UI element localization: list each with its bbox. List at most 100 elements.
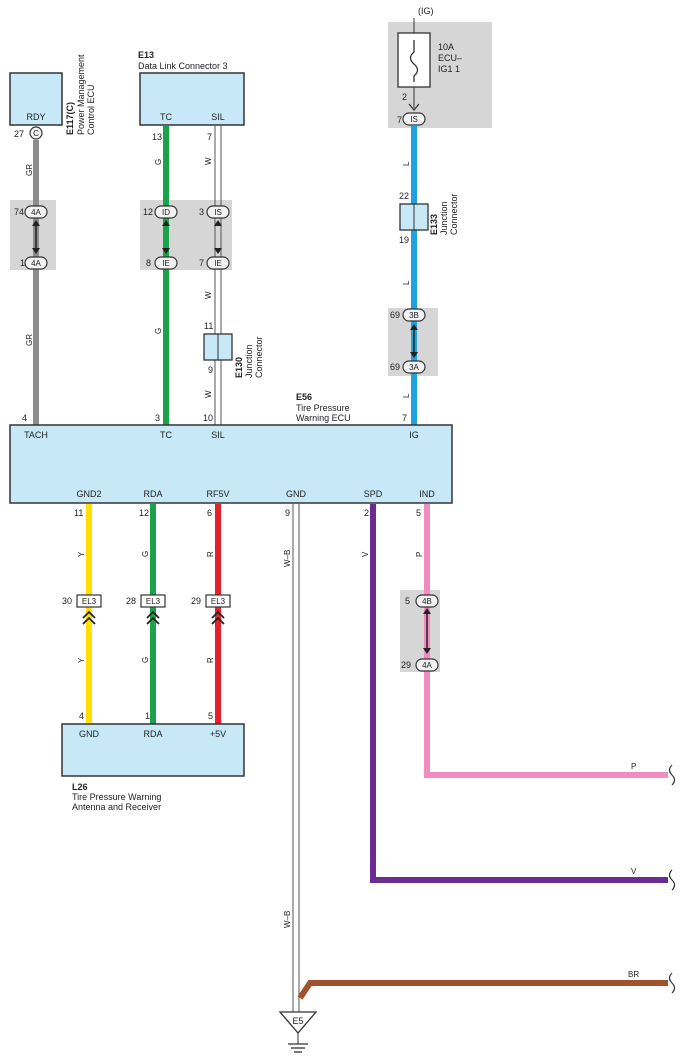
e130-pin-top: 11 (204, 321, 213, 331)
p-4b-label: 4B (422, 597, 432, 606)
code-wb-lower: W–B (283, 911, 292, 928)
e130-name-2: Connector (254, 336, 264, 378)
e130-code: E130 (234, 357, 244, 378)
e13-code: E13 (138, 50, 154, 60)
tc-ie-pin: 8 (146, 258, 151, 268)
code-g-tc-upper: G (154, 159, 163, 165)
e56-terminal-rf5v: RF5V (206, 489, 229, 499)
e56-name-1: Tire Pressure (296, 403, 350, 413)
l26-name-1: Tire Pressure Warning (72, 792, 161, 802)
e56-bottom-pin-gnd: 9 (285, 508, 290, 518)
power-source-label: (IG) (418, 6, 434, 16)
p-4b-pin: 5 (405, 596, 410, 606)
fuse-label-1: ECU– (438, 53, 462, 63)
code-g-rda-lower: G (141, 657, 150, 663)
tc-id-icon (154, 205, 178, 219)
e56-terminal-gnd2: GND2 (76, 489, 101, 499)
code-gr-upper: GR (25, 164, 34, 176)
e13-box (139, 72, 245, 126)
e133-pin-bottom: 19 (399, 235, 409, 245)
e56-name-2: Warning ECU (296, 413, 351, 423)
sil-is-icon (206, 205, 230, 219)
el3-g-pin: 28 (126, 596, 136, 606)
l26-name-2: Antenna and Receiver (72, 802, 161, 812)
e56-terminal-ig: IG (409, 430, 419, 440)
code-p-vertical: P (415, 552, 424, 557)
fuse-arrow-icon (408, 103, 420, 112)
code-r-upper: R (206, 551, 215, 557)
gr-4a-bottom-pin: 1 (20, 258, 25, 268)
el3-y-icon (76, 594, 102, 608)
e56-terminal-sil: SIL (211, 430, 225, 440)
e117-connector-icon (29, 126, 43, 140)
e56-bottom-pin-gnd2: 11 (74, 508, 83, 518)
e117-name-2: Control ECU (86, 84, 96, 135)
e56-bottom-pin-rf5v: 6 (207, 508, 212, 518)
code-w-upper: W (204, 157, 213, 165)
wire-break-v (668, 869, 676, 891)
code-y-upper: Y (77, 551, 86, 557)
el3-r-icon (205, 594, 231, 608)
e117-name-1: Power Management (76, 54, 86, 135)
e117-box (9, 72, 63, 126)
e56-terminal-tach: TACH (24, 430, 48, 440)
e117-terminal: RDY (26, 112, 45, 122)
code-g-rda-upper: G (141, 551, 150, 557)
e56-terminal-rda: RDA (143, 489, 162, 499)
p-4a-pin: 29 (401, 660, 411, 670)
code-y-lower: Y (77, 657, 86, 663)
ig-is-label: IS (410, 115, 418, 124)
l26-pin-rda: 1 (145, 711, 150, 721)
e133-code: E133 (429, 214, 439, 235)
sil-ie-icon (206, 256, 230, 270)
el3-g-label: EL3 (146, 597, 161, 606)
e13-terminal-sil: SIL (211, 112, 225, 122)
code-v-horizontal: V (631, 867, 637, 876)
gr-4a-top-icon (24, 205, 48, 219)
l26-terminal-rda: RDA (143, 729, 162, 739)
code-p-horizontal: P (631, 762, 636, 771)
e13-pin-tc: 13 (152, 132, 162, 142)
e56-code: E56 (296, 392, 312, 402)
e117-pin: 27 (14, 129, 24, 139)
gr-4a-top-pin: 74 (14, 207, 24, 217)
e130-name-1: Junction (244, 344, 254, 378)
l-3b-label: 3B (409, 311, 419, 320)
code-v-vertical: V (361, 551, 370, 557)
e56-top-pin-tach: 4 (22, 413, 27, 423)
e56-terminal-spd: SPD (364, 489, 383, 499)
code-wb-upper: W–B (283, 550, 292, 567)
e56-top-pin-sil: 10 (203, 413, 213, 423)
el3-y-pin: 30 (62, 596, 72, 606)
code-gr-lower: GR (25, 334, 34, 346)
l-3a-pin: 69 (390, 362, 400, 372)
code-w-lower: W (204, 390, 213, 398)
code-br-horizontal: BR (628, 970, 639, 979)
sil-ie-pin: 7 (199, 258, 204, 268)
tc-ie-icon (154, 256, 178, 270)
l26-pin-gnd: 4 (79, 711, 84, 721)
el3-r-label: EL3 (211, 597, 226, 606)
e117-code: E117(C) (65, 102, 75, 135)
code-l-upper: L (402, 161, 411, 166)
fuse-element-icon (409, 40, 419, 82)
wire-break-p (668, 764, 676, 786)
e133-pin-top: 22 (399, 191, 409, 201)
el3-y-label: EL3 (82, 597, 97, 606)
sil-ie-label: IE (214, 259, 222, 268)
e56-top-pin-tc: 3 (155, 413, 160, 423)
code-r-lower: R (206, 657, 215, 663)
wire-v (370, 504, 668, 883)
gr-4a-bottom-icon (24, 256, 48, 270)
e56-top-pin-ig: 7 (402, 413, 407, 423)
sil-is-label: IS (214, 208, 222, 217)
l-3b-icon (402, 308, 426, 322)
wire-break-br (668, 972, 676, 994)
e13-terminal-tc: TC (160, 112, 172, 122)
wire-wb (292, 504, 300, 1012)
code-l-lower: L (402, 393, 411, 398)
ig-is-connector-icon (402, 112, 426, 126)
e133-name-2: Connector (449, 193, 459, 235)
e56-bottom-pin-ind: 5 (416, 508, 421, 518)
